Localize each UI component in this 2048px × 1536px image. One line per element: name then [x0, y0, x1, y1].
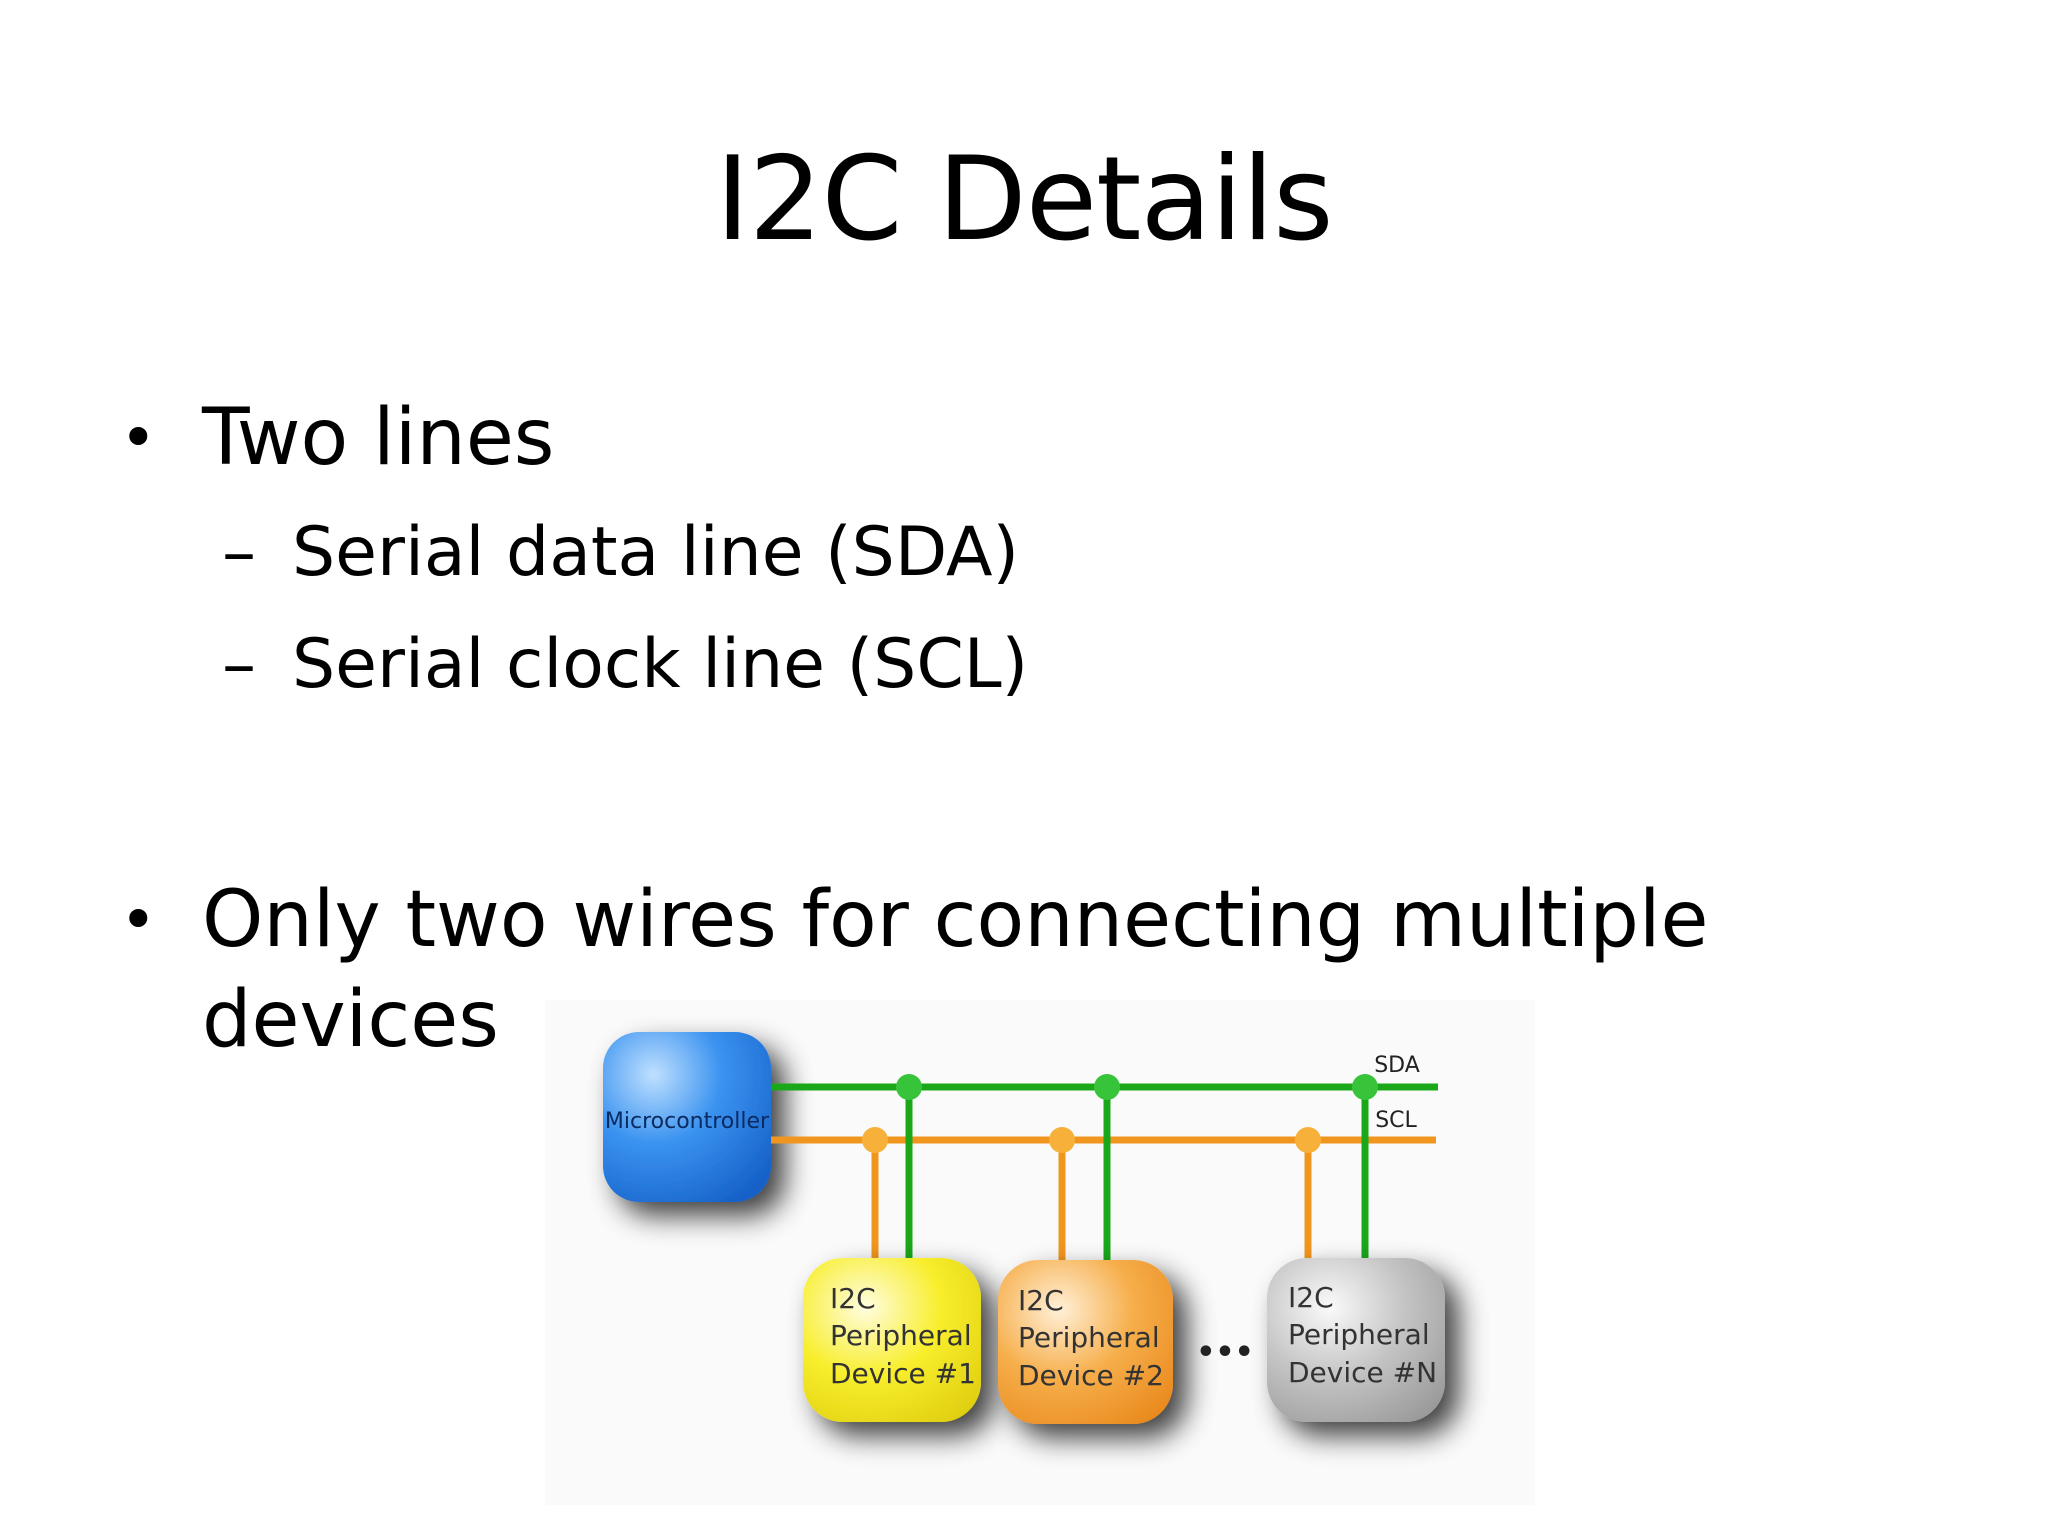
device-label-line2: Peripheral [830, 1319, 972, 1352]
sub-bullet-text: Serial data line (SDA) [292, 513, 1020, 592]
device-label-line1: I2C [1018, 1284, 1064, 1317]
sda-junction-dot [1094, 1074, 1120, 1100]
sub-bullet-text: Serial clock line (SCL) [292, 625, 1029, 704]
microcontroller-label: Microcontroller [605, 1109, 770, 1134]
device-label-line3: Device #1 [830, 1357, 976, 1390]
sub-bullet-glyph: – [222, 625, 256, 704]
bullet-text: Only two wires for connecting multiple d… [202, 875, 1709, 1065]
microcontroller-block [603, 1032, 771, 1202]
scl-label: SCL [1375, 1108, 1417, 1133]
device-label-line2: Peripheral [1288, 1318, 1430, 1351]
sda-junction-dot [1352, 1074, 1378, 1100]
sub-bullet-glyph: – [222, 513, 256, 592]
sda-label: SDA [1374, 1053, 1420, 1078]
i2c-bus-diagram: Microcontroller SDA SCL [545, 1000, 1535, 1505]
sda-junction-dot [896, 1074, 922, 1100]
scl-junction-dot [1049, 1127, 1075, 1153]
peripheral-device-n: I2C Peripheral Device #N [1267, 1258, 1445, 1422]
bullet-glyph: • [120, 401, 157, 474]
bullet-glyph: • [120, 883, 157, 956]
more-devices-ellipsis: ••• [1196, 1335, 1254, 1370]
slide-title: I2C Details [715, 132, 1333, 267]
peripheral-device-2: I2C Peripheral Device #2 [998, 1260, 1173, 1424]
device-label-line1: I2C [830, 1282, 876, 1315]
device-label-line3: Device #N [1288, 1356, 1437, 1389]
device-label-line3: Device #2 [1018, 1359, 1164, 1392]
device-label-line1: I2C [1288, 1281, 1334, 1314]
device-label-line2: Peripheral [1018, 1321, 1160, 1354]
peripheral-device-1: I2C Peripheral Device #1 [803, 1258, 981, 1422]
bullet-text: Two lines [202, 393, 555, 483]
scl-junction-dot [862, 1127, 888, 1153]
scl-junction-dot [1295, 1127, 1321, 1153]
